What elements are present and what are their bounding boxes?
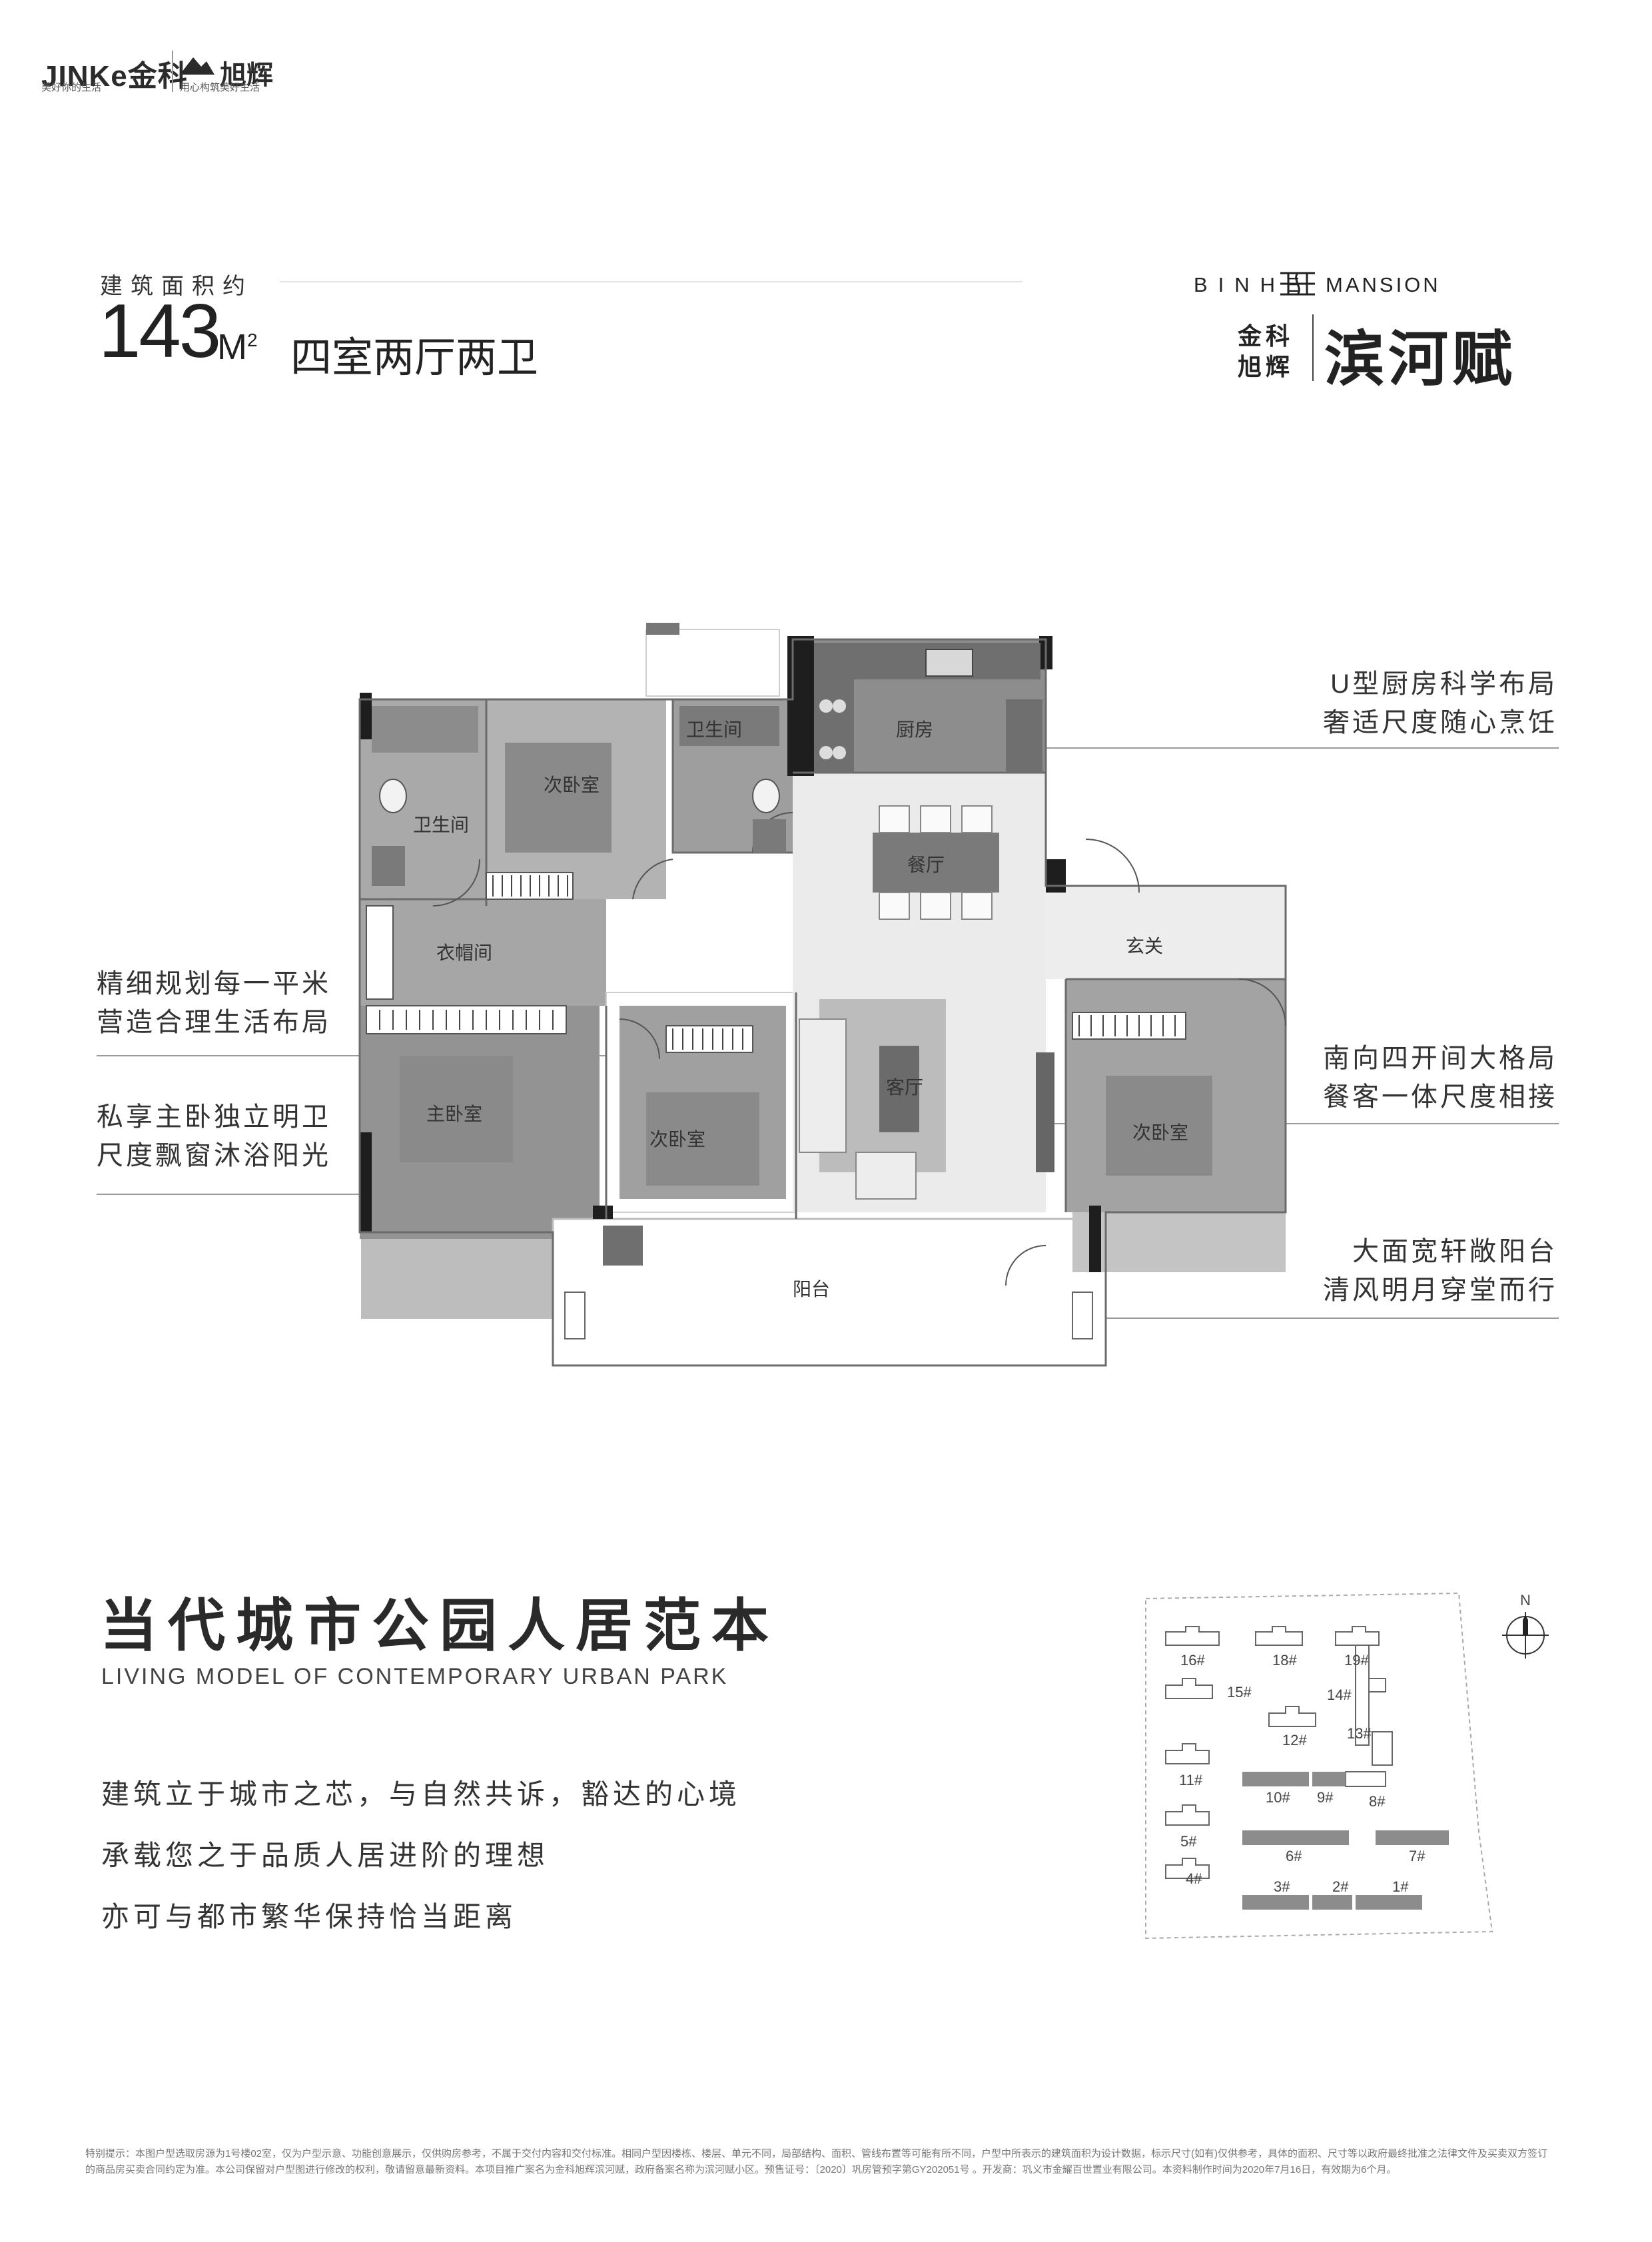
callout-kitchen-line1: U型厨房科学布局 [1330,669,1557,699]
callout-planning-line1: 精细规划每一平米 [97,969,331,998]
room-label-bath-top: 卫生间 [686,719,742,740]
room-fill-balcony [552,1218,1107,1367]
desc-line-3: 亦可与都市繁华保持恰当距离 [101,1901,518,1932]
building-label-10: 10# [1266,1789,1290,1806]
callout-living-line2: 餐客一体尺度相接 [1323,1082,1557,1112]
project-company-line1: 金科 [1238,322,1294,350]
xuhui-logo: 旭辉 [220,61,273,90]
room-fill-foyer [1046,886,1286,979]
project-name-en-right: MANSION [1326,273,1441,296]
xuhui-mountain-icon [180,57,214,75]
site-buildings-shaded [1242,1772,1449,1910]
callout-planning-line2: 营造合理生活布局 [97,1008,331,1037]
site-buildings-outline [1165,1626,1393,1879]
legal-notice: 特别提示：本图户型选取房源为1号楼02室，仅为户型示意、功能创意展示，仅供购房参… [85,2148,1548,2175]
building-label-3: 3# [1274,1878,1290,1895]
area-unit-letter: M [217,327,247,367]
callout-kitchen-line2: 奢适尺度随心烹饪 [1323,708,1557,737]
area-divider-line [280,281,1023,282]
desc-line-1: 建筑立于城市之芯，与自然共诉，豁达的心境 [101,1778,741,1810]
building-label-5: 5# [1180,1833,1197,1850]
building-label-2: 2# [1332,1878,1349,1895]
area-number: 143 [99,289,221,374]
north-compass-icon: N [1502,1592,1549,1659]
room-label-balcony: 阳台 [793,1279,830,1300]
building-label-15: 15# [1227,1684,1252,1700]
fixtures [366,643,1212,1339]
building-label-9: 9# [1317,1789,1334,1806]
callout-balcony: 大面宽轩敞阳台 清风明月穿堂而行 [1323,1232,1557,1309]
project-divider [1312,314,1314,381]
project-mark-icon [1280,272,1315,296]
room-label-foyer: 玄关 [1126,936,1163,956]
building-label-19: 19# [1344,1652,1369,1669]
slogan-subtitle-en: LIVING MODEL OF CONTEMPORARY URBAN PARK [101,1664,729,1689]
floor-plan: 厨房 卫生间 次卧室 卫生间 餐厅 玄关 衣帽间 主卧室 次卧室 客厅 次卧室 … [358,623,1287,1367]
site-map: N 16# 18# 19# [1145,1592,1549,1940]
site-boundary [1145,1592,1493,1940]
wall-outlines [358,638,1287,1367]
callout-kitchen: U型厨房科学布局 奢适尺度随心烹饪 [1323,665,1557,742]
room-fill-bay-window [361,1239,553,1319]
project-company-line2: 旭辉 [1238,353,1294,380]
callout-planning: 精细规划每一平米 营造合理生活布局 [97,964,331,1042]
room-label-bedroom-right: 次卧室 [1132,1122,1188,1143]
room-label-bath-left: 卫生间 [413,815,469,835]
building-label-1: 1# [1392,1878,1409,1895]
callout-balcony-line1: 大面宽轩敞阳台 [1352,1237,1557,1266]
room-label-living: 客厅 [886,1077,923,1098]
room-fill-utility [645,629,780,697]
slogan-title: 当代城市公园人居范本 [100,1594,779,1658]
building-label-11: 11# [1179,1772,1203,1788]
callout-balcony-line2: 清风明月穿堂而行 [1323,1276,1557,1305]
building-label-8: 8# [1369,1793,1386,1810]
callout-living: 南向四开间大格局 餐客一体尺度相接 [1323,1039,1557,1116]
xuhui-slogan: 用心构筑美好生活 [180,82,260,93]
building-label-4: 4# [1186,1870,1202,1887]
area-unit-sup: 2 [246,330,258,350]
room-label-bedroom-mid: 次卧室 [649,1129,705,1150]
building-label-14: 14# [1327,1686,1352,1703]
callout-balcony-leader [906,1317,1559,1319]
building-label-18: 18# [1272,1652,1297,1669]
jinke-slogan: 美好你的生活 [41,82,102,93]
room-fill-cloakroom [360,899,606,1006]
room-fill-right-ledge [1072,1212,1286,1272]
jinke-logo: JINKe金科 [41,60,188,93]
project-name-cn: 滨河赋 [1324,326,1516,393]
building-label-7: 7# [1409,1848,1426,1864]
layout-type: 四室两厅两卫 [290,335,539,381]
desc-line-2: 承载您之于品质人居进阶的理想 [101,1840,550,1871]
room-label-dining: 餐厅 [907,855,945,875]
area-unit: M2 [217,326,258,368]
callout-master-line1: 私享主卧独立明卫 [97,1102,331,1132]
north-label: N [1520,1592,1531,1609]
logo-divider [172,51,173,92]
building-label-6: 6# [1286,1848,1302,1864]
room-label-master: 主卧室 [426,1104,482,1124]
callout-kitchen-leader [1046,747,1559,749]
callout-master-line2: 尺度飘窗沐浴阳光 [97,1141,331,1170]
room-label-kitchen: 厨房 [896,719,933,740]
callout-master: 私享主卧独立明卫 尺度飘窗沐浴阳光 [97,1098,331,1175]
room-label-cloakroom: 衣帽间 [436,942,492,963]
area-label: 建筑面积约 [100,274,253,299]
callout-master-leader [97,1194,510,1195]
building-label-12: 12# [1282,1732,1307,1748]
callout-living-line1: 南向四开间大格局 [1323,1044,1557,1073]
building-label-16: 16# [1180,1652,1205,1669]
building-label-13: 13# [1347,1725,1372,1742]
room-label-bedroom-top: 次卧室 [544,775,600,795]
